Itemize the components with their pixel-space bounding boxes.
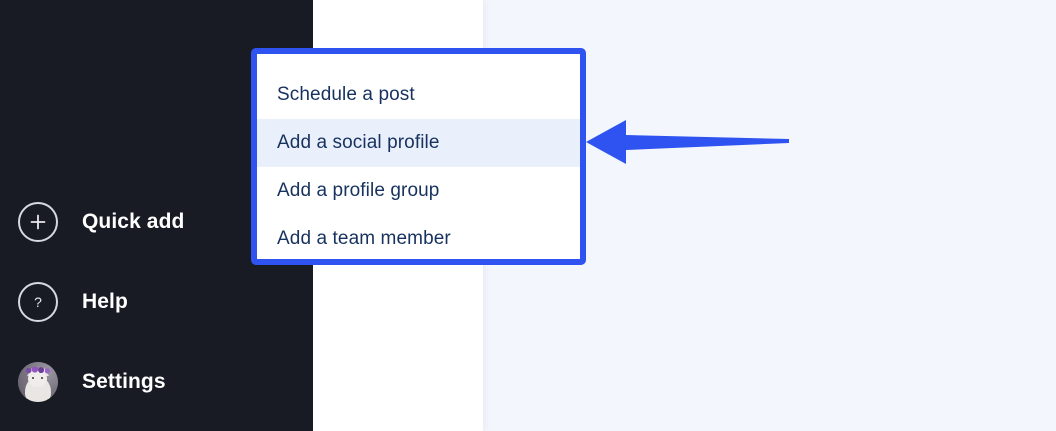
menu-item-add-a-profile-group[interactable]: Add a profile group [257, 167, 580, 215]
sidebar-item-label: Settings [82, 370, 166, 393]
question-circle-icon: ? [18, 282, 58, 322]
sidebar-item-label: Help [82, 290, 128, 313]
menu-item-add-a-social-profile[interactable]: Add a social profile [257, 119, 580, 167]
sidebar-item-settings[interactable]: Settings [18, 360, 166, 404]
sidebar-item-label: Quick add [82, 210, 185, 233]
quick-add-dropdown-menu: Schedule a post Add a social profile Add… [251, 48, 586, 265]
svg-text:?: ? [34, 294, 42, 310]
menu-item-label: Schedule a post [277, 84, 415, 105]
avatar [18, 362, 58, 402]
sidebar-item-help[interactable]: ? Help [18, 280, 128, 324]
menu-item-label: Add a profile group [277, 180, 440, 201]
menu-item-label: Add a team member [277, 228, 451, 249]
menu-item-schedule-a-post[interactable]: Schedule a post [257, 71, 580, 119]
menu-item-label: Add a social profile [277, 132, 440, 153]
plus-circle-icon [18, 202, 58, 242]
sidebar-item-quick-add[interactable]: Quick add [18, 200, 184, 244]
menu-item-add-a-team-member[interactable]: Add a team member [257, 215, 580, 259]
